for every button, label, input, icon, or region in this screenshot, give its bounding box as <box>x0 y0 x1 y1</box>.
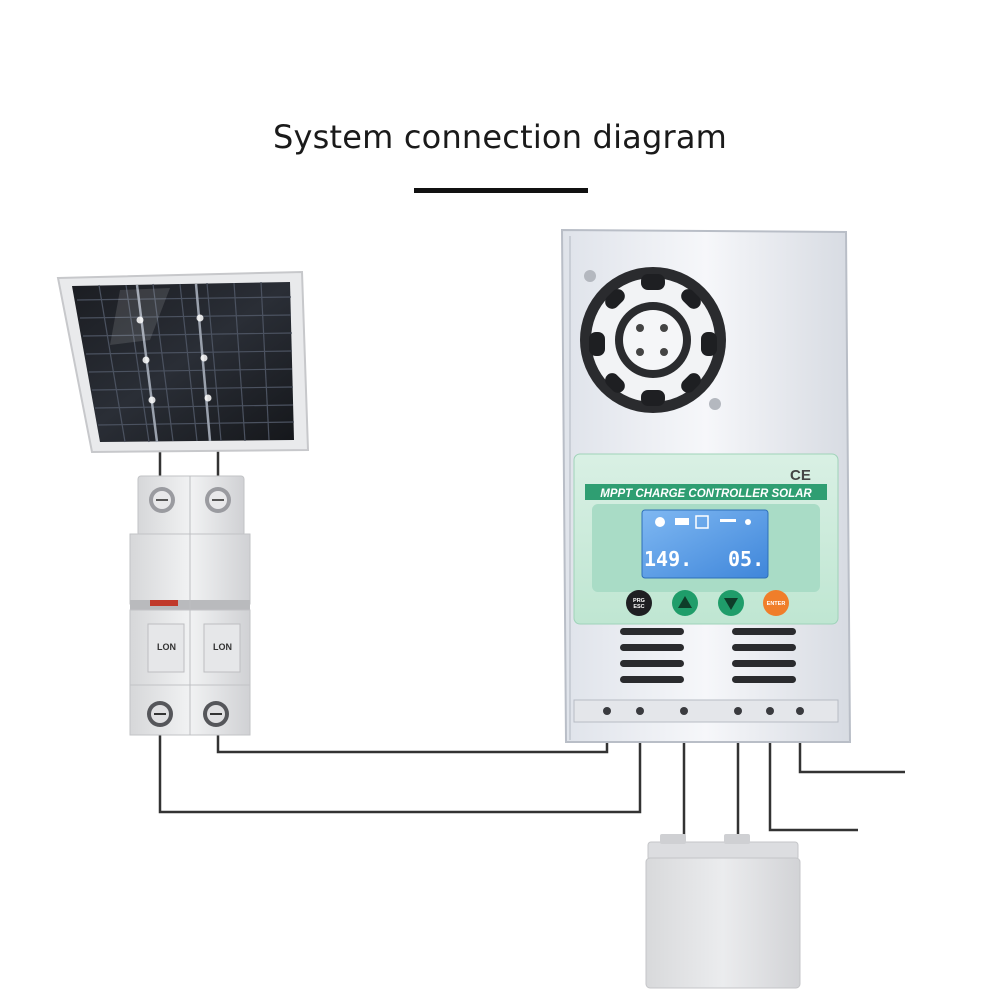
enter-button-label: ENTER <box>767 601 786 607</box>
wire-load-output-1 <box>768 722 858 832</box>
circuit-breaker: LON LON <box>129 475 251 736</box>
breaker-bottom-terminals <box>147 701 229 727</box>
front-panel: MPPT CHARGE CONTROLLER SOLAR CE 149. 05.… <box>573 453 839 625</box>
cooling-fan <box>580 267 726 413</box>
lcd-right-value: 05. <box>728 547 764 571</box>
controller-model-label: MPPT CHARGE CONTROLLER SOLAR <box>600 488 812 500</box>
breaker-label-right: LON <box>213 642 232 652</box>
breaker-top-terminals <box>149 487 231 513</box>
terminal-block <box>573 699 839 723</box>
lcd-display: 149. 05. <box>592 504 820 592</box>
breaker-label-left: LON <box>157 642 176 652</box>
lcd-left-value: 149. <box>644 547 692 571</box>
wire-breaker-to-controller-pv-negative <box>158 722 642 814</box>
title-underline <box>414 188 588 193</box>
wire-breaker-to-controller-pv-positive <box>216 722 609 754</box>
prg-esc-button[interactable]: PRG ESC <box>626 590 652 616</box>
down-button[interactable] <box>718 590 744 616</box>
enter-button[interactable]: ENTER <box>763 590 789 616</box>
charge-controller: MPPT CHARGE CONTROLLER SOLAR CE 149. 05.… <box>560 228 852 743</box>
battery <box>645 834 801 989</box>
solar-panel <box>56 270 310 454</box>
air-vents <box>620 628 796 683</box>
svg-text:PRG: PRG <box>633 598 645 604</box>
diagram-title: System connection diagram <box>272 118 728 156</box>
svg-text:ESC: ESC <box>633 604 644 610</box>
ce-mark: CE <box>790 467 811 484</box>
up-button[interactable] <box>672 590 698 616</box>
